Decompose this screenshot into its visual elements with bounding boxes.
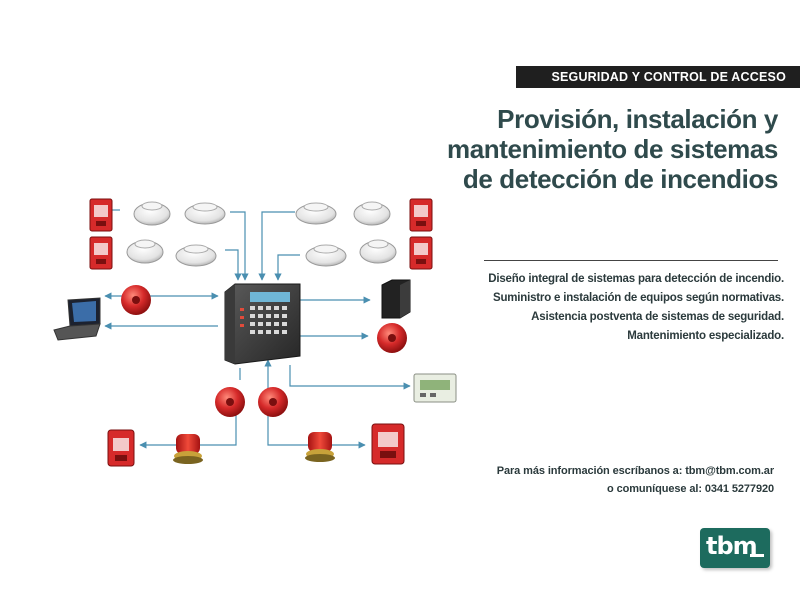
contact-info: Para más información escríbanos a: tbm@t… xyxy=(454,462,774,498)
manual-call-point-icon xyxy=(107,429,135,467)
page-title: Provisión, instalación y mantenimiento d… xyxy=(378,104,778,194)
server-cabinet-icon xyxy=(381,279,411,319)
smoke-detector-icon xyxy=(184,202,226,225)
manual-call-point-icon xyxy=(371,423,405,465)
smoke-detector-icon xyxy=(295,202,337,225)
contact-phone-line: o comuníquese al: 0341 5277920 xyxy=(607,483,774,495)
logo-underscore xyxy=(750,554,764,557)
category-header: SEGURIDAD Y CONTROL DE ACCESO xyxy=(516,66,800,88)
title-line: de detección de incendios xyxy=(462,164,778,194)
smoke-detector-icon xyxy=(305,244,347,267)
manual-call-point-icon xyxy=(89,236,113,270)
manual-call-point-icon xyxy=(409,198,433,232)
service-item: Asistencia postventa de sistemas de segu… xyxy=(531,311,784,323)
alarm-bell-icon xyxy=(121,285,151,315)
title-line: Provisión, instalación y xyxy=(497,104,778,134)
laptop-icon xyxy=(53,297,101,341)
service-item: Diseño integral de sistemas para detecci… xyxy=(488,273,784,285)
divider xyxy=(484,260,778,261)
logo-text: tbm xyxy=(706,532,758,560)
alarm-bell-icon xyxy=(215,387,245,417)
smoke-detector-icon xyxy=(133,201,171,226)
smoke-detector-icon xyxy=(353,201,391,226)
strobe-beacon-icon xyxy=(305,432,335,462)
manual-call-point-icon xyxy=(409,236,433,270)
contact-email-line: Para más información escríbanos a: tbm@t… xyxy=(496,465,774,477)
service-item: Suministro e instalación de equipos segú… xyxy=(492,292,784,304)
service-item: Mantenimiento especializado. xyxy=(627,330,784,342)
tbm-logo: tbm xyxy=(700,528,770,568)
fire-alarm-control-panel-icon xyxy=(224,283,301,365)
annunciator-panel-icon xyxy=(413,373,457,403)
smoke-detector-icon xyxy=(175,244,217,267)
smoke-detector-icon xyxy=(126,239,164,264)
strobe-beacon-icon xyxy=(173,434,203,464)
smoke-detector-icon xyxy=(359,239,397,264)
alarm-bell-icon xyxy=(258,387,288,417)
title-line: mantenimiento de sistemas xyxy=(447,134,778,164)
manual-call-point-icon xyxy=(89,198,113,232)
services-list: Diseño integral de sistemas para detecci… xyxy=(444,270,784,346)
alarm-bell-icon xyxy=(377,323,407,353)
